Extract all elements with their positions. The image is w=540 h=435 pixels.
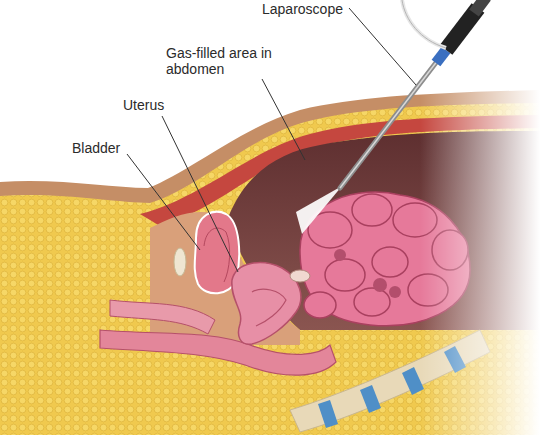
leader-line <box>349 8 416 85</box>
part-label: Bladder <box>72 140 132 156</box>
leader-line <box>162 116 238 272</box>
part-label: Gas-filled area in abdomen <box>166 45 284 77</box>
part-label: Laparoscope <box>262 1 352 17</box>
leader-line <box>262 79 305 160</box>
leader-line <box>127 154 200 250</box>
part-label: Uterus <box>123 97 183 113</box>
